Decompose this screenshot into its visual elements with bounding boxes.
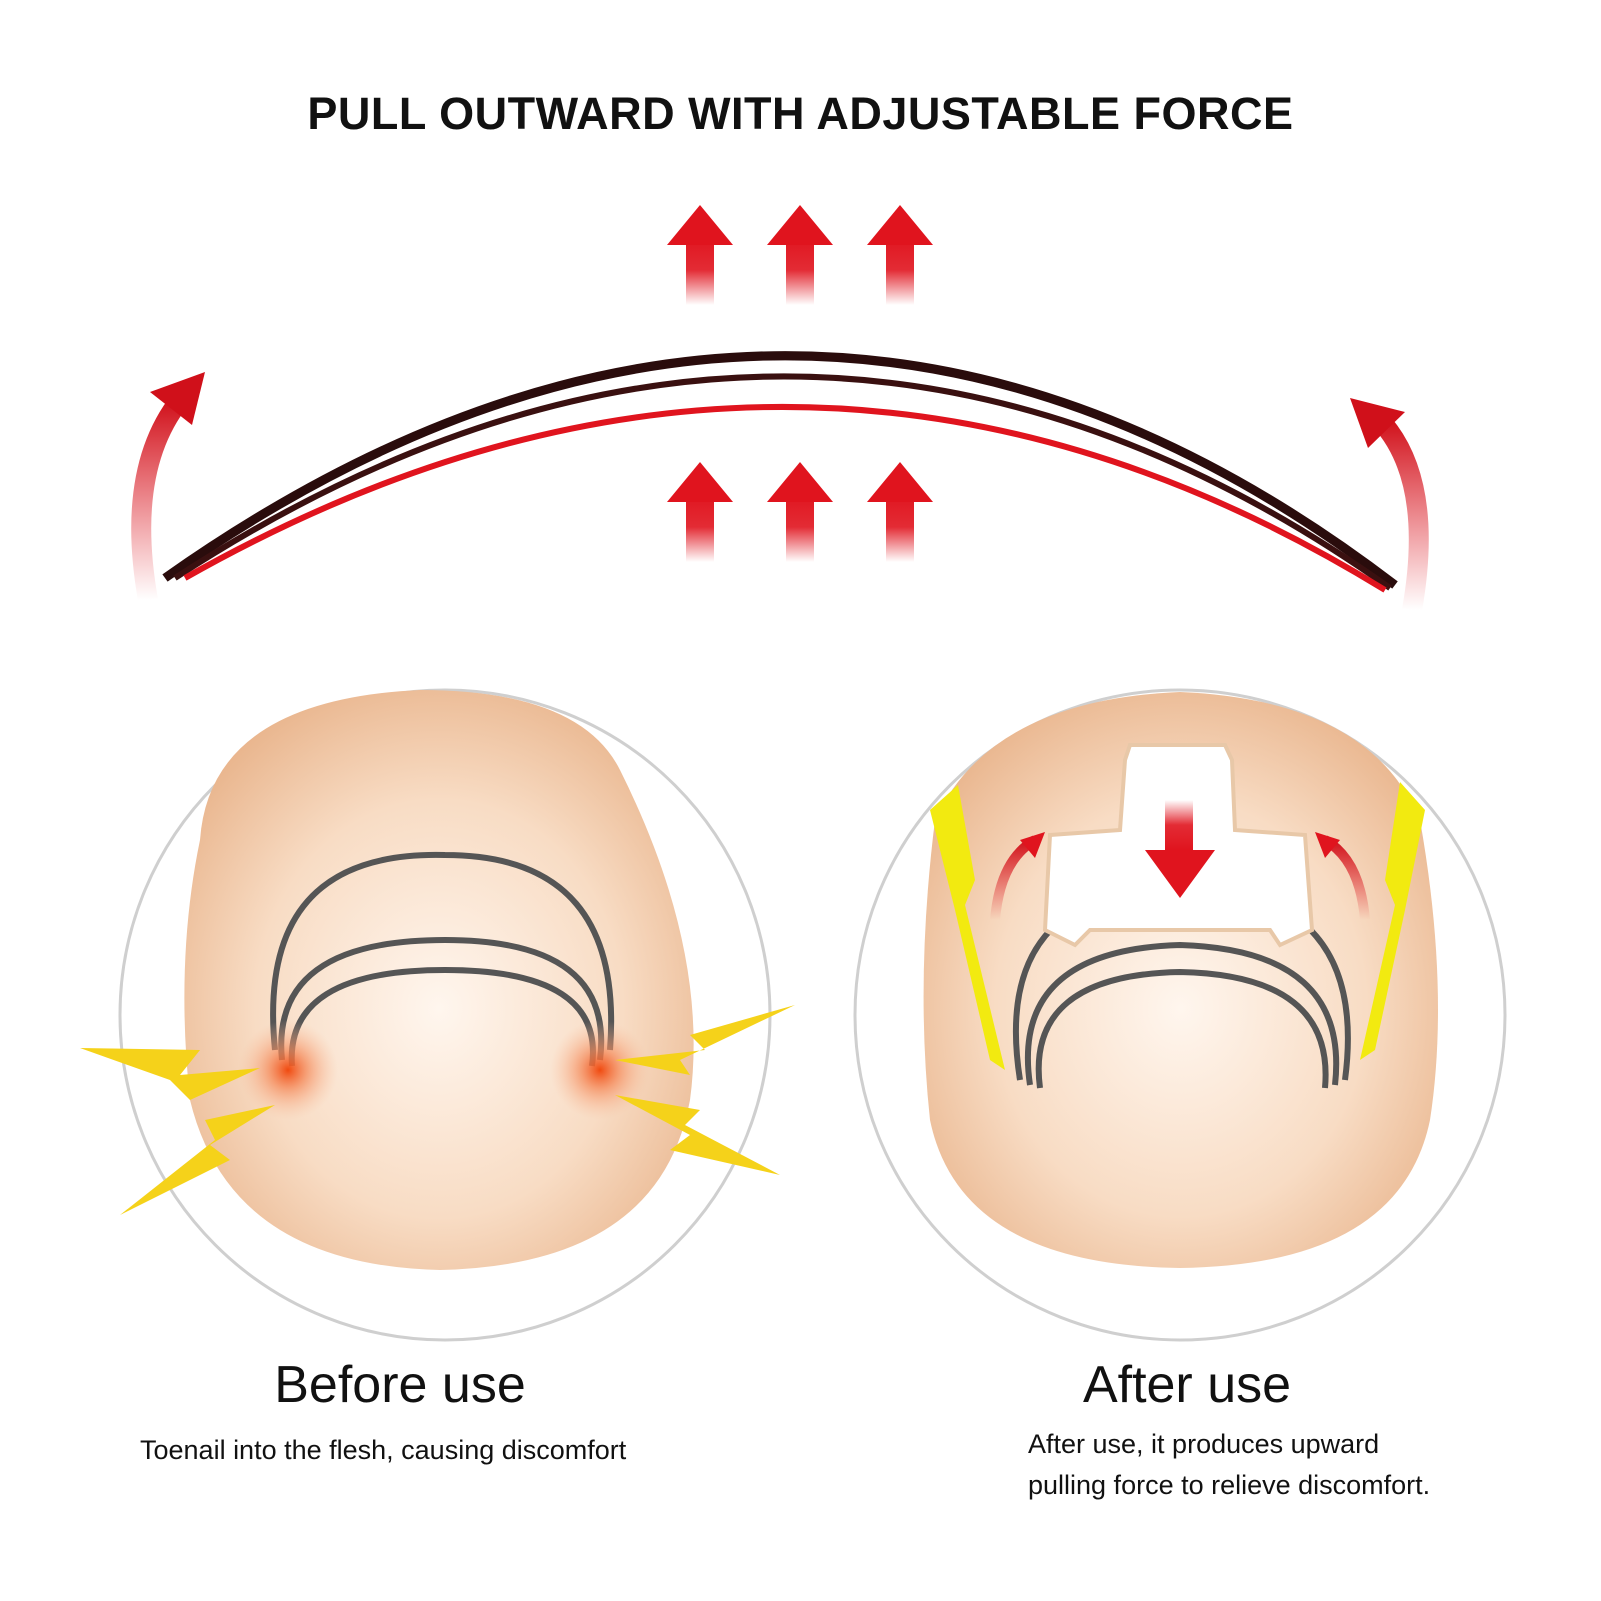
nail-arc [162,351,1398,593]
arrow-up-icon [767,205,833,305]
before-description: Toenail into the flesh, causing discomfo… [140,1435,627,1465]
curved-arrow-right-icon [1350,398,1429,612]
upward-arrows-top [667,205,933,305]
before-label: Before use [274,1356,526,1414]
brace-hook-left [930,785,1005,1070]
after-toe-illustration [853,688,1507,1342]
arrow-up-icon [867,205,933,305]
before-toe-illustration [80,688,795,1342]
page-title: PULL OUTWARD WITH ADJUSTABLE FORCE [307,88,1294,139]
after-description-line1: After use, it produces upward [1028,1429,1380,1459]
arrow-up-icon [667,205,733,305]
arrow-up-icon [867,462,933,562]
arrow-up-icon [667,462,733,562]
brace-hook-right [1360,782,1425,1060]
after-description-line2: pulling force to relieve discomfort. [1028,1470,1431,1500]
lightning-icon [80,1005,795,1215]
curved-arrow-left-icon [131,372,205,602]
upward-arrows-bottom [667,462,933,562]
after-label: After use [1082,1356,1292,1414]
arrow-icon [1315,832,1340,858]
arrow-icon [1020,832,1045,858]
arrow-up-icon [767,462,833,562]
arrow-down-icon [1145,850,1215,898]
